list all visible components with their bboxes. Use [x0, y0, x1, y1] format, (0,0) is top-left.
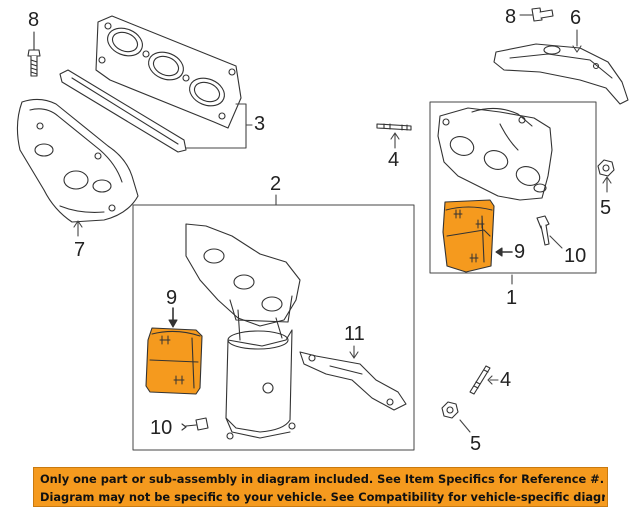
callout-8-left: 8 [28, 9, 40, 31]
callout-4-lower: 4 [500, 369, 512, 391]
manifold-gasket-3 [95, 15, 242, 129]
bolt-8-left [27, 31, 41, 77]
stud-4-lower [469, 365, 491, 395]
heat-shield-6 [493, 43, 629, 105]
nut-5-lower [441, 401, 459, 419]
callout-4-upper: 4 [388, 149, 400, 171]
callout-11: 11 [344, 323, 365, 345]
stud-4-upper [376, 123, 412, 131]
callout-9-left: 9 [166, 287, 178, 309]
callout-10-left: 10 [150, 417, 173, 439]
callout-6: 6 [570, 7, 582, 29]
disclaimer-line-1: Only one part or sub-assembly in diagram… [40, 472, 605, 486]
callout-5-lower: 5 [470, 433, 482, 455]
callout-10-right: 10 [564, 245, 587, 267]
assembly-2-box [132, 204, 415, 451]
disclaimer-banner: Only one part or sub-assembly in diagram… [33, 467, 608, 507]
bolt-10-left [181, 417, 209, 431]
callout-8-right: 8 [505, 6, 517, 28]
callout-3: 3 [254, 113, 266, 135]
disclaimer-line-2: Diagram may not be specific to your vehi… [40, 490, 605, 504]
callout-9-right: 9 [514, 241, 526, 263]
bolt-10-right [536, 215, 550, 246]
assembly-1-box [429, 101, 597, 274]
bolt-8-right [519, 7, 554, 22]
heat-shield-9-left [145, 327, 203, 395]
catalytic-converter-2 [185, 223, 301, 440]
bracket-11 [299, 351, 407, 411]
callout-7: 7 [74, 239, 86, 261]
callout-1: 1 [506, 287, 518, 309]
manifold-strip-3 [59, 69, 187, 153]
callout-2: 2 [270, 173, 282, 195]
nut-5-upper [597, 159, 615, 177]
heat-shield-9-right [442, 199, 495, 273]
callout-5-upper: 5 [600, 197, 612, 219]
heat-shield-7 [16, 98, 139, 223]
exhaust-manifold-1 [437, 107, 553, 201]
